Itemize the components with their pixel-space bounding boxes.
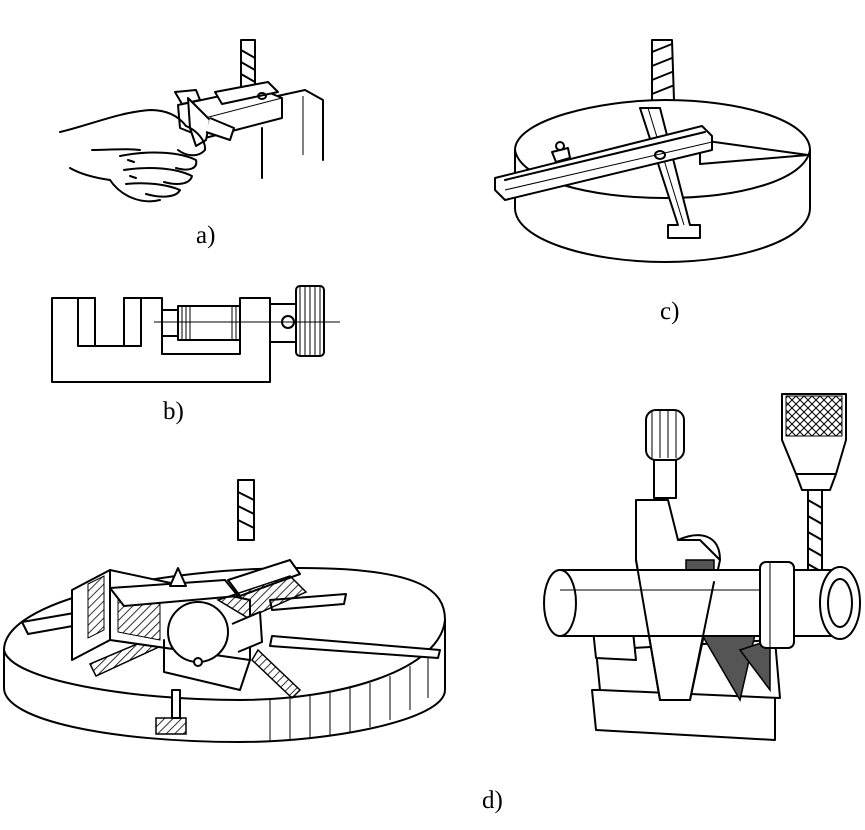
illustration-c-table-clamp: [494, 39, 811, 263]
caption-c: c): [660, 298, 680, 325]
caption-d: d): [482, 787, 503, 814]
caption-a: a): [196, 222, 216, 249]
drill-bit-a: [240, 39, 256, 93]
hand: [59, 109, 207, 203]
drill-chuck: [781, 393, 847, 581]
illustration-b-vise-section: [51, 285, 340, 383]
caption-b: b): [163, 398, 184, 425]
illustration-d-vblock-shaft: [543, 393, 861, 741]
drill-bit-c: [651, 39, 675, 105]
drill-bit-d: [237, 479, 255, 541]
illustration-a-hand-vise: [59, 39, 324, 203]
illustration-d-rotary-table: [3, 479, 446, 743]
